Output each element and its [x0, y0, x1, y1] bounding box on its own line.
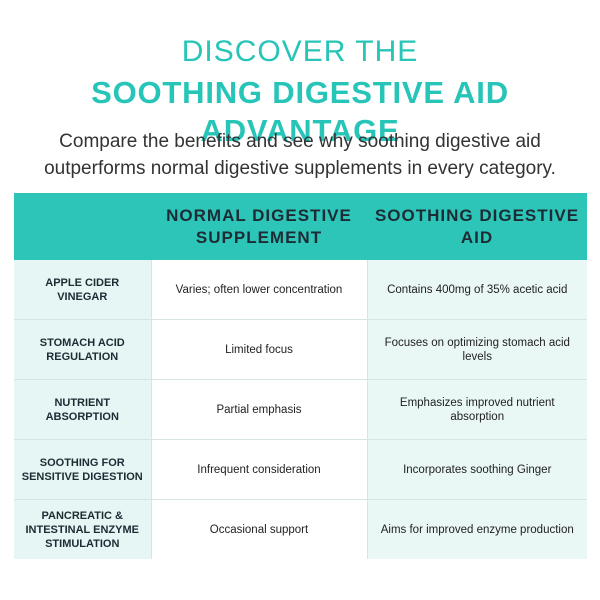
- soothing-cell: Aims for improved enzyme production: [367, 499, 587, 559]
- table-row: NUTRIENT ABSORPTION Partial emphasis Emp…: [14, 379, 587, 440]
- row-label: SOOTHING FOR SENSITIVE DIGESTION: [14, 439, 152, 500]
- title-line-2: SOOTHING DIGESTIVE AID ADVANTAGE: [91, 75, 509, 148]
- table-header-row: NORMAL DIGESTIVE SUPPLEMENT SOOTHING DIG…: [14, 193, 587, 260]
- title-line-1: DISCOVER THE: [181, 35, 419, 68]
- subtitle: Compare the benefits and see why soothin…: [44, 131, 556, 179]
- soothing-cell: Focuses on optimizing stomach acid level…: [367, 319, 587, 380]
- header-empty-cell: [14, 193, 151, 260]
- row-label: STOMACH ACID REGULATION: [14, 319, 152, 380]
- row-label: NUTRIENT ABSORPTION: [14, 379, 152, 440]
- table-row: STOMACH ACID REGULATION Limited focus Fo…: [14, 319, 587, 380]
- normal-cell: Varies; often lower concentration: [151, 260, 368, 320]
- header-soothing-aid: SOOTHING DIGESTIVE AID: [367, 193, 587, 260]
- soothing-cell: Emphasizes improved nutrient absorption: [367, 379, 587, 440]
- normal-cell: Partial emphasis: [151, 379, 368, 440]
- comparison-table: NORMAL DIGESTIVE SUPPLEMENT SOOTHING DIG…: [14, 193, 587, 559]
- table-row: SOOTHING FOR SENSITIVE DIGESTION Infrequ…: [14, 439, 587, 500]
- normal-cell: Limited focus: [151, 319, 368, 380]
- normal-cell: Occasional support: [151, 499, 368, 559]
- soothing-cell: Incorporates soothing Ginger: [367, 439, 587, 500]
- normal-cell: Infrequent consideration: [151, 439, 368, 500]
- table-row: APPLE CIDER VINEGAR Varies; often lower …: [14, 260, 587, 320]
- row-label: APPLE CIDER VINEGAR: [14, 260, 152, 320]
- header-normal-supplement: NORMAL DIGESTIVE SUPPLEMENT: [151, 193, 367, 260]
- row-label: PANCREATIC & INTESTINAL ENZYME STIMULATI…: [14, 499, 152, 559]
- table-row: PANCREATIC & INTESTINAL ENZYME STIMULATI…: [14, 499, 587, 559]
- soothing-cell: Contains 400mg of 35% acetic acid: [367, 260, 587, 320]
